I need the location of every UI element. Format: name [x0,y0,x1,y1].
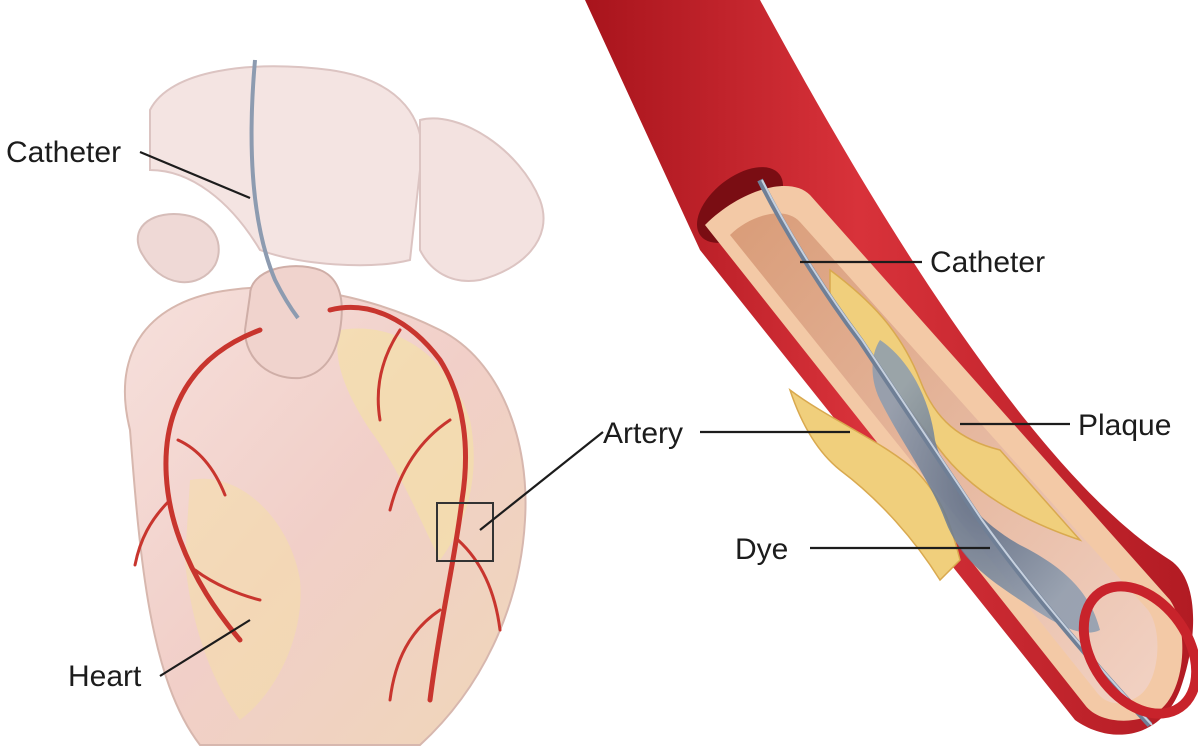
left-vessel-stub [138,214,219,282]
label-heart: Heart [68,660,142,693]
label-dye: Dye [735,533,788,566]
label-plaque: Plaque [1078,409,1171,442]
pulmonary-vessel [420,118,544,281]
artery-cutaway [585,0,1198,735]
label-catheter-heart: Catheter [6,136,121,169]
heart-illustration [125,60,544,745]
aortic-root [245,266,342,378]
label-artery: Artery [603,417,683,450]
label-catheter-vessel: Catheter [930,246,1045,279]
